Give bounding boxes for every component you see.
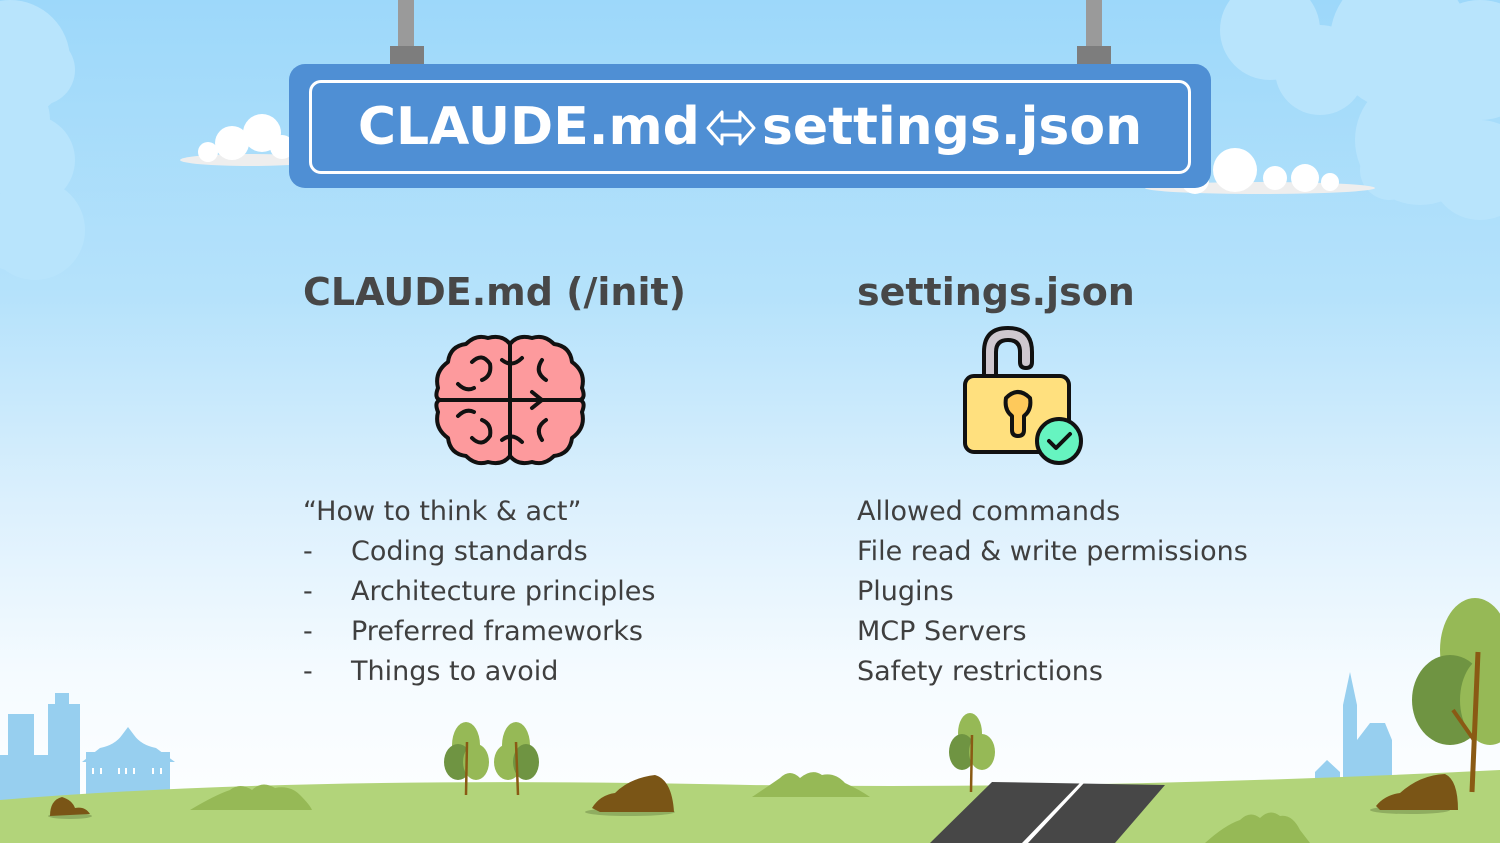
list-item: Plugins	[857, 576, 954, 607]
road	[930, 782, 1165, 843]
unlocked-padlock-check-icon	[963, 326, 1083, 465]
list-item: - Architecture principles	[303, 572, 655, 612]
list-item: File read & write permissions	[857, 536, 1248, 567]
bullet-dash: -	[303, 656, 313, 687]
list-item: MCP Servers	[857, 616, 1027, 647]
list-item: - Things to avoid	[303, 652, 655, 692]
small-cloud-left	[180, 114, 320, 166]
sign-pole-cap-left	[390, 46, 424, 64]
sign-pole-cap-right	[1077, 46, 1111, 64]
bullet-dash: -	[303, 536, 313, 567]
list-item-label: Coding standards	[351, 536, 588, 567]
title-sign: CLAUDE.md settings.json	[289, 64, 1211, 188]
title-sign-border: CLAUDE.md settings.json	[309, 80, 1191, 174]
list-item: Allowed commands	[857, 496, 1121, 527]
list-item-label: Things to avoid	[351, 656, 559, 687]
page-title: CLAUDE.md settings.json	[358, 97, 1142, 157]
list-item-label: Architecture principles	[351, 576, 656, 607]
brain-icon	[434, 334, 586, 466]
trees	[444, 598, 1500, 796]
bullet-dash: -	[303, 616, 313, 647]
rocks	[48, 774, 1458, 819]
city-skyline-left	[0, 693, 175, 805]
bushes	[190, 772, 1310, 843]
list-item: - Preferred frameworks	[303, 612, 655, 652]
church-silhouette	[1315, 672, 1392, 785]
large-cloud-left	[0, 0, 85, 280]
large-cloud-right	[1220, 0, 1500, 220]
settings-json-heading: settings.json	[857, 270, 1135, 314]
title-right: settings.json	[761, 97, 1143, 157]
list-item: Safety restrictions	[857, 656, 1103, 687]
list-item: - Coding standards	[303, 532, 655, 572]
list-item-label: Preferred frameworks	[351, 616, 643, 647]
claude-md-intro: “How to think & act”	[303, 496, 582, 527]
settings-json-description: Allowed commands File read & write permi…	[857, 492, 1248, 692]
claude-md-heading: CLAUDE.md (/init)	[303, 270, 687, 314]
left-right-arrow-icon	[706, 110, 756, 146]
sign-pole-left	[398, 0, 414, 48]
building-windows	[92, 768, 162, 774]
sign-pole-right	[1086, 0, 1102, 48]
bullet-dash: -	[303, 576, 313, 607]
claude-md-description: “How to think & act” - Coding standards …	[303, 492, 655, 692]
title-left: CLAUDE.md	[357, 97, 700, 157]
